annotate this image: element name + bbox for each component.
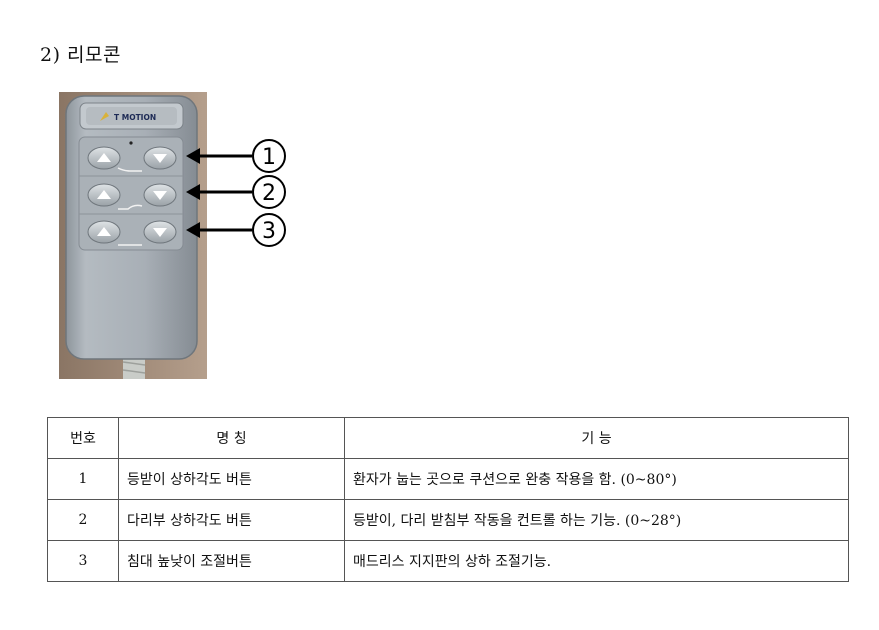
- backrest-up-button[interactable]: [87, 146, 121, 170]
- arrow-left-icon: [186, 184, 200, 200]
- cell-number: 2: [47, 499, 119, 541]
- leg-down-button[interactable]: [143, 183, 177, 207]
- leg-pictogram-icon: [118, 204, 143, 210]
- function-table: 번호 명 칭 기 능 1 등받이 상하각도 버튼 환자가 눕는 곳으로 쿠션으로…: [47, 417, 849, 582]
- arrow-down-icon: [153, 191, 167, 200]
- table-row: 2 다리부 상하각도 버튼 등받이, 다리 받침부 작동을 컨트롤 하는 기능.…: [47, 499, 849, 541]
- cell-name: 등받이 상하각도 버튼: [118, 458, 345, 500]
- svg-text:2: 2: [262, 181, 276, 206]
- header-function: 기 능: [344, 417, 849, 459]
- backrest-pictogram-icon: [117, 167, 142, 172]
- arrow-up-icon: [97, 227, 111, 236]
- callout-2: 2: [186, 175, 286, 209]
- table-row: 3 침대 높낮이 조절버튼 매드리스 지지판의 상하 조절기능.: [47, 540, 849, 582]
- svg-text:1: 1: [262, 145, 276, 170]
- cell-name: 침대 높낮이 조절버튼: [118, 540, 345, 582]
- arrow-down-icon: [153, 228, 167, 237]
- height-up-button[interactable]: [87, 220, 121, 244]
- arrow-left-icon: [186, 222, 200, 238]
- arrow-up-icon: [97, 190, 111, 199]
- cell-function: 등받이, 다리 받침부 작동을 컨트롤 하는 기능. (0~28°): [344, 499, 849, 541]
- arrow-down-icon: [153, 154, 167, 163]
- cell-function: 매드리스 지지판의 상하 조절기능.: [344, 540, 849, 582]
- cell-name: 다리부 상하각도 버튼: [118, 499, 345, 541]
- brand-logo-icon: [100, 112, 109, 121]
- table-header-row: 번호 명 칭 기 능: [47, 417, 849, 459]
- cell-function: 환자가 눕는 곳으로 쿠션으로 완충 작용을 함. (0~80°): [344, 458, 849, 500]
- callout-1: 1: [186, 139, 286, 173]
- callout-3: 3: [186, 213, 286, 247]
- cell-number: 3: [47, 540, 119, 582]
- remote-figure: T MOTION 1 2: [59, 92, 286, 379]
- svg-text:3: 3: [262, 219, 276, 244]
- table-row: 1 등받이 상하각도 버튼 환자가 눕는 곳으로 쿠션으로 완충 작용을 함. …: [47, 458, 849, 500]
- height-down-button[interactable]: [143, 220, 177, 244]
- section-title: 2) 리모콘: [40, 44, 121, 66]
- arrow-up-icon: [97, 153, 111, 162]
- header-name: 명 칭: [118, 417, 345, 459]
- cell-number: 1: [47, 458, 119, 500]
- leg-up-button[interactable]: [87, 183, 121, 207]
- brand-text: T MOTION: [114, 113, 156, 122]
- arrow-left-icon: [186, 148, 200, 164]
- header-number: 번호: [47, 417, 119, 459]
- backrest-down-button[interactable]: [143, 146, 177, 170]
